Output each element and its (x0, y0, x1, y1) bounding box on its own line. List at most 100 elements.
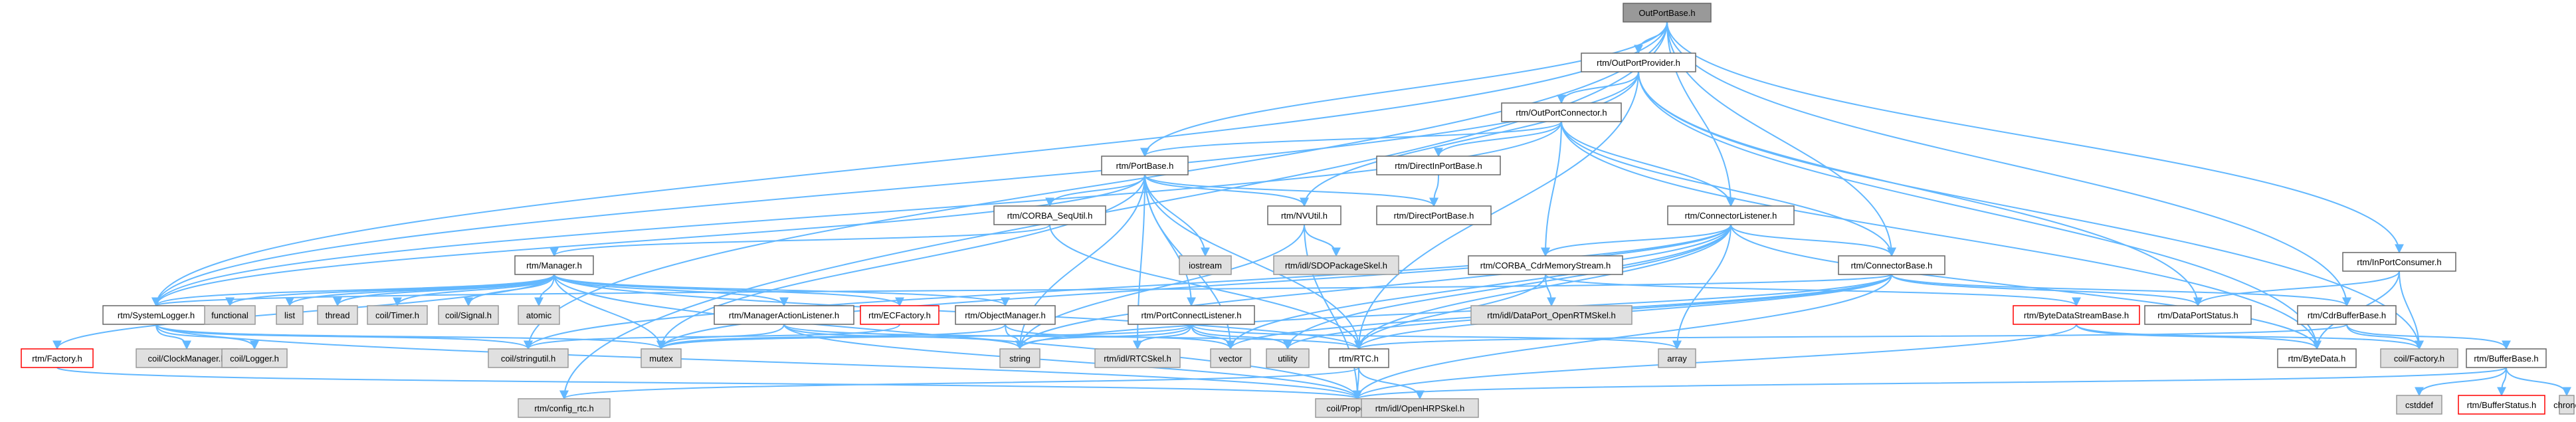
edge-objectmanager-to-mutex (656, 324, 1006, 350)
node-sdopackage: rtm/idl/SDOPackageSkel.h (1273, 255, 1399, 275)
node-box (1267, 205, 1341, 225)
node-label: OutPortBase.h (1638, 8, 1695, 18)
node-mutex: mutex (641, 348, 682, 368)
edge-portconnectlistener-to-utility (1191, 324, 1292, 350)
node-cdrmemorystream[interactable]: rtm/CORBA_CdrMemoryStream.h (1468, 255, 1623, 275)
node-manageractionlistener[interactable]: rtm/ManagerActionListener.h (714, 305, 854, 325)
node-coilclockmanager: coil/ClockManager.h (136, 348, 238, 368)
edge-bufferbase-to-cstddef (2415, 367, 2507, 397)
node-box (136, 348, 238, 368)
edge-corbasequtil-to-manager (549, 224, 1050, 257)
edge-manager-to-functional (225, 274, 555, 307)
edge-outportprovider-to-systemlogger (151, 71, 1639, 307)
edge-outportprovider-to-coilfactory (1638, 71, 2424, 350)
node-connectorlistener[interactable]: rtm/ConnectorListener.h (1667, 205, 1795, 225)
node-systemlogger[interactable]: rtm/SystemLogger.h (102, 305, 210, 325)
node-inportconsumer[interactable]: rtm/InPortConsumer.h (2342, 252, 2456, 272)
edge-portconnectlistener-to-string (1015, 324, 1192, 350)
node-thread: thread (317, 305, 358, 325)
node-objectmanager[interactable]: rtm/ObjectManager.h (955, 305, 1056, 325)
node-label: rtm/idl/OpenHRPSkel.h (1375, 403, 1464, 413)
edge-portconnectlistener-to-mutex (656, 324, 1192, 350)
edge-portconnectlistener-to-array (1191, 324, 1682, 350)
edge-nvutil-to-string (1015, 224, 1305, 350)
node-vector: vector (1210, 348, 1251, 368)
node-ecfactory[interactable]: rtm/ECFactory.h (860, 305, 940, 325)
node-label: utility (1278, 354, 1298, 364)
node-label: rtm/DirectPortBase.h (1394, 211, 1474, 221)
node-label: rtm/CORBA_SeqUtil.h (1007, 211, 1093, 221)
node-connectorbase[interactable]: rtm/ConnectorBase.h (1838, 255, 1945, 275)
node-box (2144, 305, 2252, 325)
edge-outportconnector-to-portbase (1140, 121, 1562, 158)
node-label: rtm/PortConnectListener.h (1141, 310, 1241, 320)
edge-outportconnector-to-connectorbase (1561, 121, 1896, 257)
node-bufferbase[interactable]: rtm/BufferBase.h (2466, 348, 2547, 368)
node-box (1376, 205, 1492, 225)
node-label: rtm/OutPortProvider.h (1597, 58, 1680, 68)
node-rtmrtc[interactable]: rtm/RTC.h (1328, 348, 1389, 368)
node-label: rtm/ConnectorListener.h (1685, 211, 1777, 221)
node-box (1094, 348, 1181, 368)
node-box (1328, 348, 1389, 368)
node-utility: utility (1266, 348, 1310, 368)
node-label: rtm/Factory.h (32, 354, 82, 364)
node-label: rtm/idl/DataPort_OpenRTMSkel.h (1487, 310, 1615, 320)
node-label: rtm/ByteDataStreamBase.h (2024, 310, 2129, 320)
node-outportconnector[interactable]: rtm/OutPortConnector.h (1501, 102, 1622, 122)
edge-outportconnector-to-connectorlistener (1561, 121, 1735, 207)
node-manager[interactable]: rtm/Manager.h (514, 255, 594, 275)
node-box (1266, 348, 1310, 368)
node-box (2396, 395, 2442, 415)
node-outportprovider[interactable]: rtm/OutPortProvider.h (1581, 53, 1696, 72)
edge-portbase-to-directportbase (1144, 174, 1438, 207)
edge-portconnectlistener-to-vector (1191, 324, 1235, 350)
node-string: string (999, 348, 1040, 368)
edge-nvutil-to-coilproperties (1304, 224, 1362, 400)
node-portconnectlistener[interactable]: rtm/PortConnectListener.h (1128, 305, 1255, 325)
edge-outportprovider-to-rtmrtc (1354, 71, 1639, 350)
node-nvutil[interactable]: rtm/NVUtil.h (1267, 205, 1341, 225)
node-box (1470, 305, 1633, 325)
edge-systemlogger-to-coillogger (155, 324, 259, 350)
node-directinportbase[interactable]: rtm/DirectInPortBase.h (1376, 156, 1501, 175)
edge-portbase-to-nvutil (1144, 174, 1309, 207)
edge-portbase-to-mutex (656, 174, 1145, 350)
edge-root-to-portbase (1140, 21, 1668, 158)
node-label: coil/Factory.h (2394, 354, 2444, 364)
node-corbasequtil[interactable]: rtm/CORBA_SeqUtil.h (993, 205, 1106, 225)
edge-manager-to-ecfactory (553, 274, 904, 307)
node-label: atomic (526, 310, 552, 320)
edge-cdrbufferbase-to-rtmrtc (1354, 324, 2347, 350)
edge-rtmrtc-to-configrtc (559, 367, 1359, 400)
node-box (518, 305, 560, 325)
node-box (1179, 255, 1232, 275)
node-box (1623, 3, 1712, 23)
node-directportbase[interactable]: rtm/DirectPortBase.h (1376, 205, 1492, 225)
edge-bufferbase-to-chrono (2506, 367, 2571, 397)
edge-bufferbase-to-coilproperties (1353, 367, 2507, 400)
node-portbase[interactable]: rtm/PortBase.h (1101, 156, 1189, 175)
node-box (204, 305, 256, 325)
edge-systemlogger-to-coilclockmanager (155, 324, 191, 350)
node-cdrbufferbase[interactable]: rtm/CdrBufferBase.h (2297, 305, 2397, 325)
edge-manager-to-systemlogger (151, 274, 555, 307)
node-bytedatastreambase[interactable]: rtm/ByteDataStreamBase.h (2013, 305, 2140, 325)
edge-bufferbase-to-bufferstatus (2497, 367, 2507, 397)
node-label: functional (211, 310, 248, 320)
node-bytedata[interactable]: rtm/ByteData.h (2277, 348, 2357, 368)
node-label: rtm/DirectInPortBase.h (1395, 161, 1482, 171)
node-openhrpskel: rtm/idl/OpenHRPSkel.h (1361, 398, 1479, 418)
node-box (1361, 398, 1479, 418)
node-root[interactable]: OutPortBase.h (1623, 3, 1712, 23)
node-label: rtm/NVUtil.h (1281, 211, 1328, 221)
node-box (1210, 348, 1251, 368)
node-bufferstatus[interactable]: rtm/BufferStatus.h (2458, 395, 2545, 415)
node-rtmfactory[interactable]: rtm/Factory.h (21, 348, 94, 368)
node-box (438, 305, 499, 325)
node-dataportstatus[interactable]: rtm/DataPortStatus.h (2144, 305, 2252, 325)
edge-connectorlistener-to-coilstringutil (524, 224, 1732, 350)
node-label: list (284, 310, 295, 320)
edge-manager-to-objectmanager (553, 274, 1010, 307)
